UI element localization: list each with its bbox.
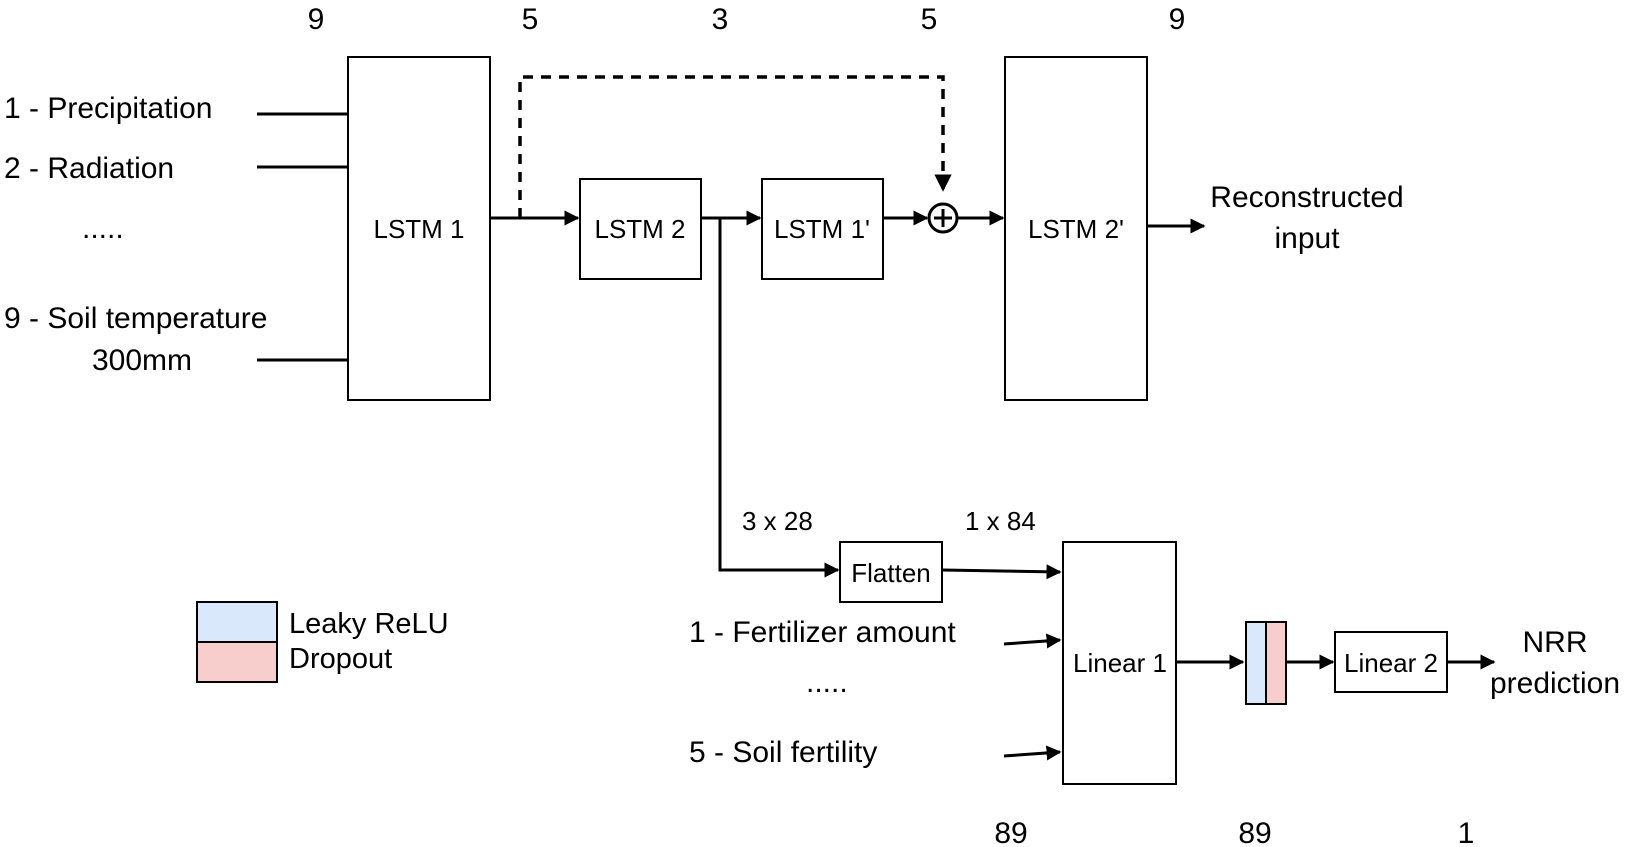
skip-connection bbox=[518, 75, 952, 218]
legend-dropout-swatch bbox=[196, 641, 278, 683]
dim-3x28: 3 x 28 bbox=[742, 506, 813, 536]
input-soil-temperature-depth: 300mm bbox=[92, 344, 192, 377]
output-reconstructed-line2: input bbox=[1274, 222, 1340, 255]
flatten-label: Flatten bbox=[851, 558, 931, 588]
input-radiation: 2 - Radiation bbox=[4, 152, 174, 185]
dim-top-2: 5 bbox=[522, 3, 539, 36]
input-ellipsis-management: ..... bbox=[806, 666, 848, 699]
branch-lstm2-flatten bbox=[718, 218, 840, 578]
lstm2-label: LSTM 2 bbox=[594, 214, 685, 244]
lstm1-block bbox=[347, 56, 491, 401]
linear2-label: Linear 2 bbox=[1344, 648, 1438, 678]
input-soil-fertility: 5 - Soil fertility bbox=[689, 736, 877, 769]
output-nrr-line1: NRR bbox=[1523, 626, 1588, 659]
dim-bottom-3: 1 bbox=[1458, 817, 1475, 847]
linear1-label: Linear 1 bbox=[1073, 648, 1167, 678]
arrow-fertilizer-linear1 bbox=[1003, 633, 1062, 649]
activation-dropout bbox=[1265, 621, 1287, 705]
dim-1x84: 1 x 84 bbox=[965, 506, 1036, 536]
arrow-soil-fertility-linear1 bbox=[1003, 745, 1062, 761]
input-fertilizer-amount: 1 - Fertilizer amount bbox=[689, 616, 956, 649]
dim-top-1: 9 bbox=[308, 3, 325, 36]
output-nrr-line2: prediction bbox=[1490, 667, 1620, 700]
linear1-block bbox=[1062, 541, 1177, 785]
lstm1-prime-block bbox=[761, 178, 884, 280]
lstm2-prime-label: LSTM 2' bbox=[1028, 214, 1124, 244]
input-ellipsis-weather: ..... bbox=[82, 212, 124, 245]
activation-leaky-relu bbox=[1245, 621, 1267, 705]
dim-bottom-2: 89 bbox=[1238, 817, 1271, 847]
legend-dropout-label: Dropout bbox=[289, 643, 392, 675]
dim-bottom-1: 89 bbox=[994, 817, 1027, 847]
legend-leaky-relu-label: Leaky ReLU bbox=[289, 608, 449, 640]
lstm2-prime-block bbox=[1004, 56, 1148, 401]
output-reconstructed-line1: Reconstructed bbox=[1210, 181, 1403, 214]
input-soil-temperature: 9 - Soil temperature bbox=[4, 302, 267, 335]
flatten-block bbox=[839, 541, 943, 603]
legend-leaky-relu-swatch bbox=[196, 601, 278, 643]
lstm1-label: LSTM 1 bbox=[373, 214, 464, 244]
lstm1-prime-label: LSTM 1' bbox=[774, 214, 870, 244]
dim-top-3: 3 bbox=[712, 3, 729, 36]
dim-top-4: 5 bbox=[921, 3, 938, 36]
dim-top-5: 9 bbox=[1169, 3, 1186, 36]
lstm2-block bbox=[579, 178, 702, 280]
input-precipitation: 1 - Precipitation bbox=[4, 92, 212, 125]
arrow-flatten-linear1 bbox=[941, 564, 1062, 580]
